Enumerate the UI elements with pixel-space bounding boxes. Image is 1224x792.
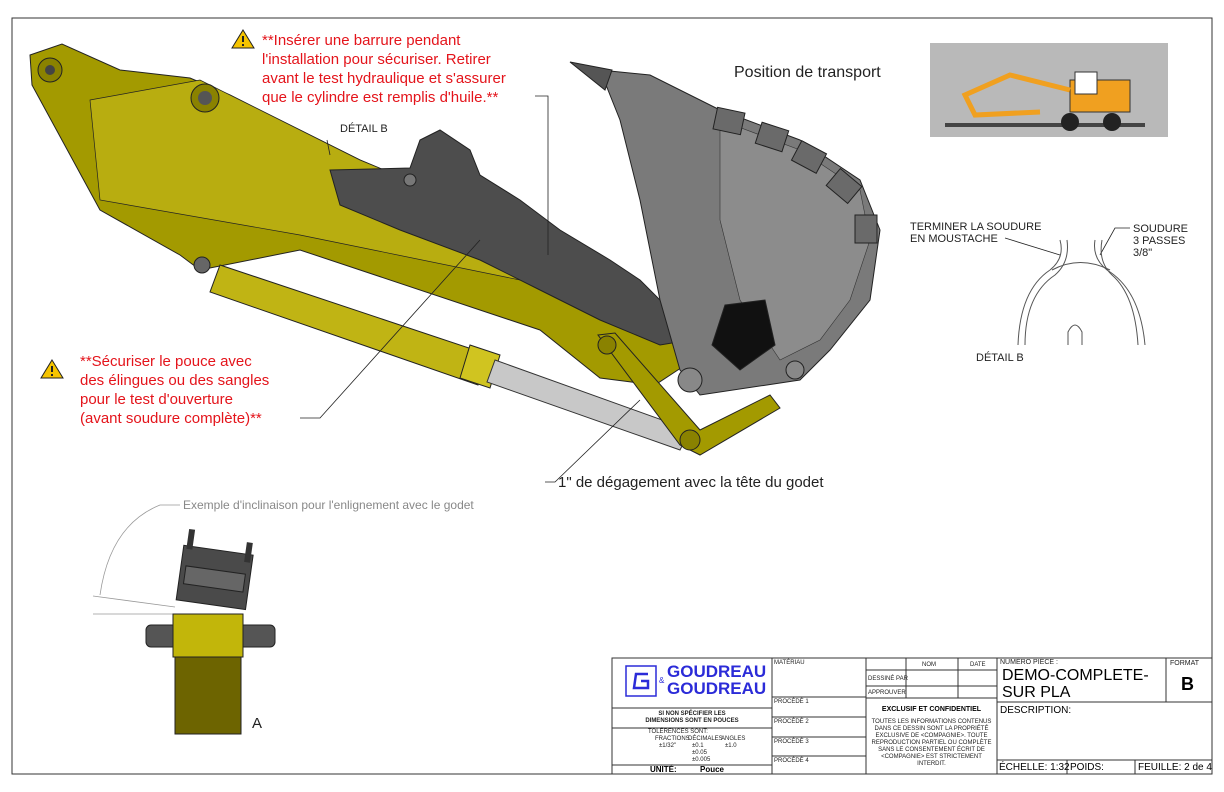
sheet-number: FEUILLE: 2 de 4 — [1138, 762, 1212, 773]
company-logo — [625, 665, 657, 697]
note-line: DIMENSIONS SONT EN POUCES — [645, 718, 739, 724]
leader-lines — [92, 95, 1130, 615]
tol-header-fractions: FRACTIONS — [655, 736, 690, 742]
tol-angle: ±1.0 — [725, 743, 737, 749]
detail-b-callout: DÉTAIL B — [340, 123, 388, 135]
bucket-link — [597, 332, 781, 456]
confidential-text: TOUTES LES INFORMATIONS CONTENUS DANS CE… — [866, 719, 997, 768]
note-line: l'installation pour sécuriser. Retirer — [262, 51, 491, 68]
note-line: **Sécuriser le pouce avec — [80, 353, 252, 370]
tol-header-decimals: DÉCIMALES — [688, 736, 723, 742]
clearance-note: 1" de dégagement avec la tête du godet — [558, 474, 824, 491]
material-label: MATÉRIAU — [774, 660, 805, 666]
warning-note-top: **Insérer une barrure pendant l'installa… — [262, 31, 506, 107]
weight: POIDS: — [1070, 762, 1104, 773]
approved-label: APPROUVER — [868, 690, 906, 696]
detail-b-view — [1017, 239, 1146, 346]
detail-b-left-note: TERMINER LA SOUDURE EN MOUSTACHE — [910, 221, 1041, 245]
company-name: GOUDREAU GOUDREAU — [667, 663, 766, 697]
transport-label: Position de transport — [734, 64, 881, 81]
scale: ÉCHELLE: 1:32 — [999, 762, 1070, 773]
tol-decimal: ±0.05 — [692, 750, 707, 756]
company-name-line: GOUDREAU — [667, 662, 767, 681]
note-line: <COMPAGNIE> EST STRICTEMENT INTERDIT. — [881, 754, 982, 767]
process-2: PROCÉDÉ 2 — [774, 719, 809, 725]
process-3: PROCÉDÉ 3 — [774, 739, 809, 745]
tolerances-label: TOLÉRENCES SONT: — [648, 729, 708, 735]
process-1: PROCÉDÉ 1 — [774, 699, 809, 705]
warning-note-left: **Sécuriser le pouce avec des élingues o… — [80, 352, 269, 428]
note-line: avant le test hydraulique et s'assurer — [262, 70, 506, 87]
warning-icon — [40, 359, 64, 379]
tol-decimal: ±0.1 — [692, 743, 704, 749]
bucket — [569, 61, 881, 396]
note-line: 3/8" — [1133, 247, 1153, 259]
process-4: PROCÉDÉ 4 — [774, 758, 809, 764]
description-label: DESCRIPTION: — [1000, 705, 1072, 716]
view-a — [145, 528, 276, 735]
title-block-grid — [611, 657, 1213, 775]
note-line: DANS CE DESSIN SONT LA PROPRIÉTÉ — [874, 726, 989, 732]
col-name: NOM — [922, 662, 936, 668]
note-line: EXCLUSIVE DE <COMPAGNIE>. TOUTE — [875, 733, 988, 739]
note-line: TERMINER LA SOUDURE — [910, 221, 1042, 233]
note-line: 3 PASSES — [1133, 235, 1186, 247]
tol-fraction: ±1/32" — [659, 743, 677, 749]
part-number-label: NUMÉRO PIÈCE : — [1000, 659, 1058, 666]
tilt-example-note: Exemple d'inclinaison pour l'enlignement… — [183, 498, 474, 512]
note-line: (avant soudure complète)** — [80, 410, 262, 427]
note-line: REPRODUCTION PARTIEL OU COMPLÈTE — [871, 740, 992, 746]
confidential-title: EXCLUSIF ET CONFIDENTIEL — [881, 706, 982, 713]
detail-b-label: DÉTAIL B — [976, 352, 1024, 364]
note-line: TOUTES LES INFORMATIONS CONTENUS — [871, 719, 992, 725]
tol-decimals: ±0.1 ±0.05 ±0.005 — [692, 743, 710, 764]
col-date: DATE — [970, 662, 986, 668]
note-line: EN MOUSTACHE — [910, 233, 998, 245]
note-line: que le cylindre est remplis d'huile.** — [262, 89, 499, 106]
drawn-by-label: DESSINÉ PAR — [868, 676, 908, 682]
tol-header-angles: ANGLES — [721, 736, 746, 742]
company-ampersand: & — [659, 676, 665, 685]
unit-label: UNITÉ: — [650, 765, 677, 774]
note-line: SANS LE CONSENTEMENT ÉCRIT DE — [878, 747, 985, 753]
hydraulic-cylinder — [209, 264, 691, 451]
note-line: des élingues ou des sangles — [80, 372, 270, 389]
unit-value: Pouce — [700, 765, 725, 774]
note-line: **Insérer une barrure pendant — [262, 32, 461, 49]
company-name-line: GOUDREAU — [667, 679, 767, 698]
warning-icon — [231, 29, 255, 49]
note-line: pour le test d'ouverture — [80, 391, 233, 408]
units-note: SI NON SPÉCIFIER LES DIMENSIONS SONT EN … — [612, 711, 772, 725]
tol-decimal: ±0.005 — [692, 757, 711, 763]
transport-position-image — [930, 43, 1168, 137]
note-line: SI NON SPÉCIFIER LES — [658, 711, 726, 717]
detail-b-right-note: SOUDURE 3 PASSES 3/8" — [1133, 223, 1188, 259]
format-value: B — [1181, 674, 1194, 694]
format-label: FORMAT — [1170, 660, 1200, 667]
part-number: DEMO-COMPLETE-SUR PLA — [1002, 667, 1149, 701]
note-line: SOUDURE — [1133, 223, 1189, 235]
view-a-label: A — [252, 715, 263, 732]
